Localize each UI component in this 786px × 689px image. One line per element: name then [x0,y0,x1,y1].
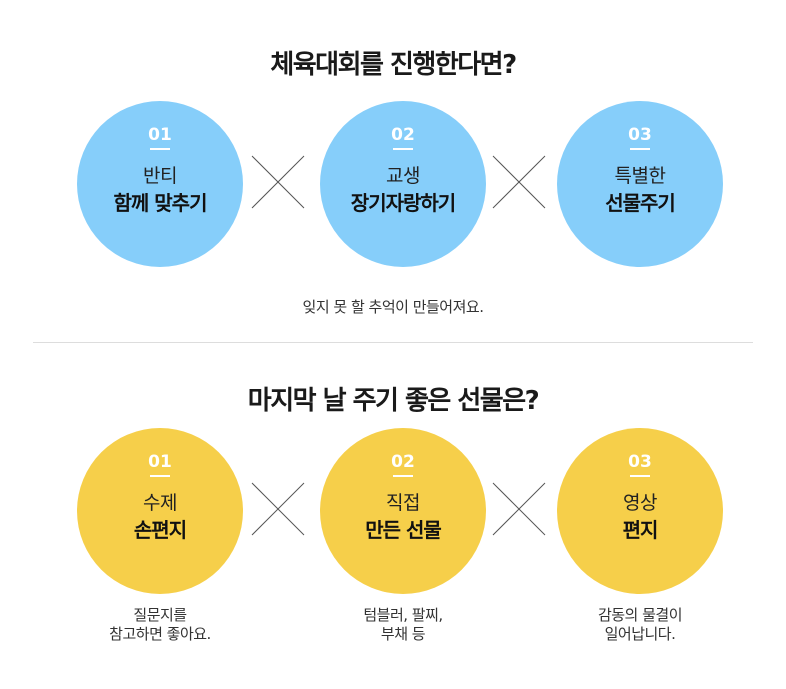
note-line: 감동의 물결이 [597,606,683,624]
item-number: 01 [148,125,172,145]
item-number: 02 [391,125,415,145]
note-line: 부채 등 [380,625,426,643]
circle-item-3: 03 특별한 선물주기 [557,101,723,267]
item-title: 편지 [622,518,659,542]
section-last-day-gift: 마지막 날 주기 좋은 선물은? 01 수제 손편지 02 직접 만든 선물 0… [0,344,786,689]
circle-item-2: 02 직접 만든 선물 [320,428,486,594]
section-sports-day: 체육대회를 진행한다면? 01 반티 함께 맞추기 02 교생 장기자랑하기 0… [0,0,786,340]
item-title: 만든 선물 [365,518,442,542]
cross-icon [492,155,546,209]
item-number: 03 [628,125,652,145]
item-label: 수제 [143,492,177,514]
circle-item-2: 02 교생 장기자랑하기 [320,101,486,267]
item-note-3: 감동의 물결이 일어납니다. [530,606,750,644]
number-underline [393,475,413,477]
number-underline [393,148,413,150]
item-title: 선물주기 [605,191,676,215]
section-title: 마지막 날 주기 좋은 선물은? [247,386,540,416]
section-title: 체육대회를 진행한다면? [270,50,517,80]
note-line: 질문지를 [133,606,187,624]
item-label: 영상 [623,492,657,514]
note-line: 일어납니다. [604,625,676,643]
circle-item-1: 01 수제 손편지 [77,428,243,594]
item-number: 01 [148,452,172,472]
note-line: 참고하면 좋아요. [109,625,211,643]
number-underline [150,475,170,477]
item-title: 장기자랑하기 [350,191,456,215]
item-label: 교생 [386,165,420,187]
number-underline [630,148,650,150]
item-title: 손편지 [133,518,187,542]
section-subtitle: 잊지 못 할 추억이 만들어져요. [302,298,484,316]
item-note-2: 텀블러, 팔찌, 부채 등 [293,606,513,644]
circle-row: 01 반티 함께 맞추기 02 교생 장기자랑하기 03 특별한 선물주기 [0,101,786,267]
item-title: 함께 맞추기 [113,191,208,215]
item-number: 03 [628,452,652,472]
cross-icon [251,482,305,536]
section-divider [33,342,753,343]
circle-row: 01 수제 손편지 02 직접 만든 선물 03 영상 편지 [0,428,786,594]
item-number: 02 [391,452,415,472]
number-underline [150,148,170,150]
number-underline [630,475,650,477]
item-label: 직접 [386,492,420,514]
item-label: 특별한 [614,165,666,187]
cross-icon [251,155,305,209]
item-note-1: 질문지를 참고하면 좋아요. [50,606,270,644]
circle-item-3: 03 영상 편지 [557,428,723,594]
note-line: 텀블러, 팔찌, [363,606,443,624]
circle-item-1: 01 반티 함께 맞추기 [77,101,243,267]
item-label: 반티 [143,165,177,187]
cross-icon [492,482,546,536]
